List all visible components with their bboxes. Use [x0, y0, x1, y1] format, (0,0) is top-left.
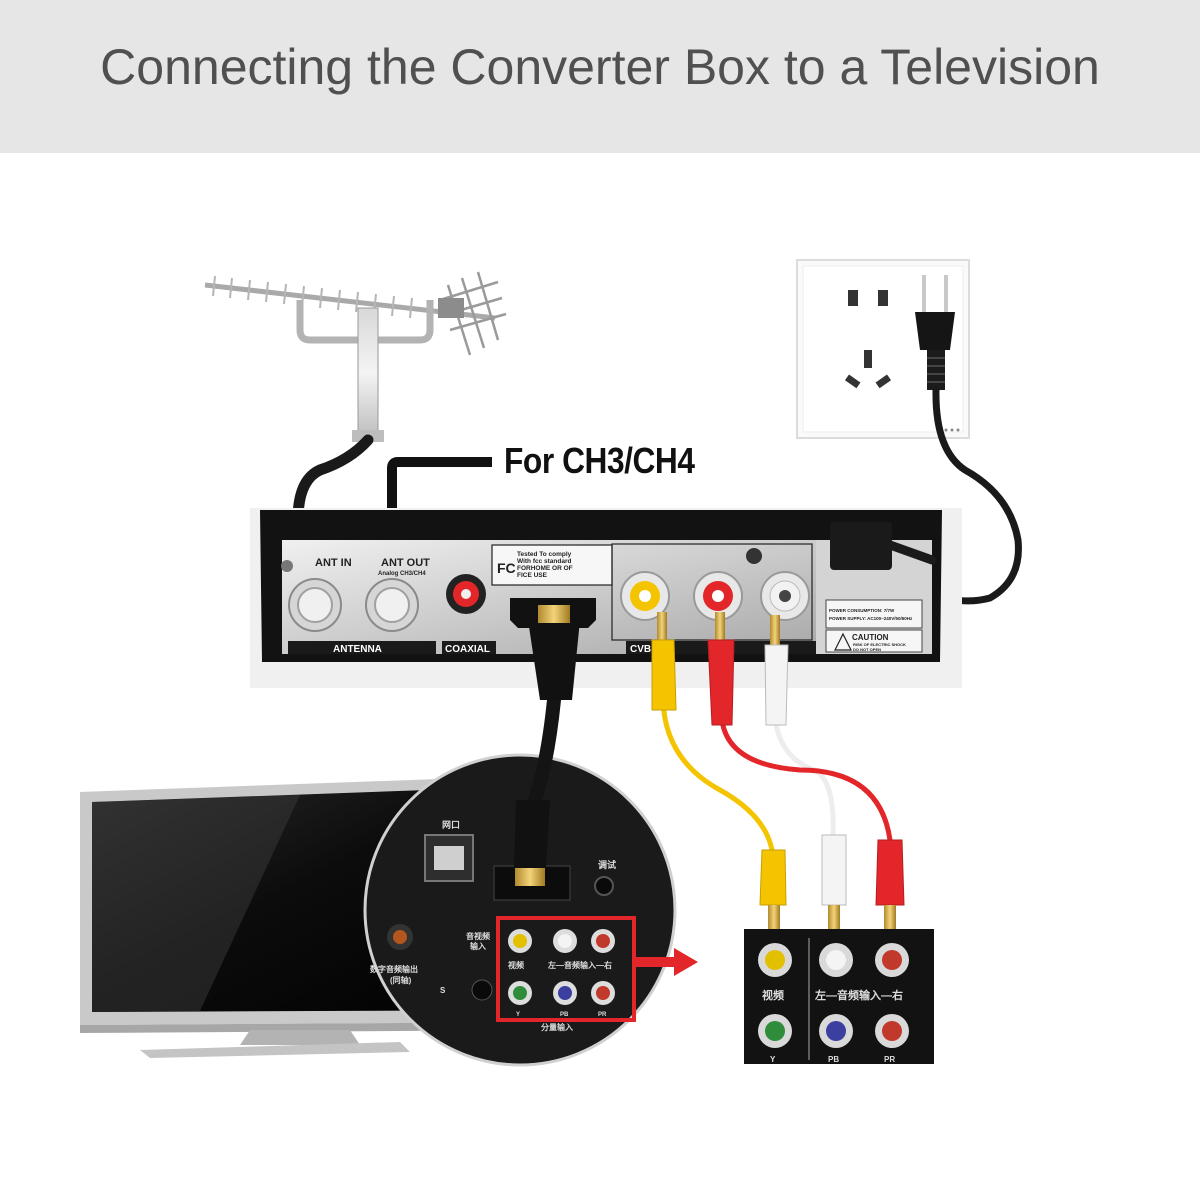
rca-cable-red [707, 612, 905, 935]
rca-ports-box [620, 571, 810, 621]
antenna-label: ANTENNA [333, 644, 382, 655]
component-label: 分量输入 [541, 1022, 573, 1032]
ant-out-label: ANT OUT [381, 557, 430, 569]
ant-in-label: ANT IN [315, 557, 352, 569]
callout-line [387, 457, 492, 604]
power-text-1: POWER CONSUMPTION: 7/7W [829, 608, 895, 613]
power-plug-icon [915, 275, 955, 390]
s-label: S [440, 986, 446, 995]
fcc-text-4: FICE USE [517, 572, 548, 579]
antenna-icon [204, 271, 507, 442]
header-bar [0, 0, 1200, 153]
rca-cable-yellow [651, 612, 787, 935]
ant-out-connector [365, 578, 419, 632]
video-label: 视频 [508, 960, 524, 970]
av-input-panel-zoom [744, 929, 934, 1064]
page-title: Connecting the Converter Box to a Televi… [100, 39, 1100, 95]
av-input-highlight [496, 916, 636, 1022]
coaxial-label: COAXIAL [445, 644, 490, 655]
audio-label-zoom: 左—音频输入—右 [814, 988, 903, 1002]
fcc-text-3: FORHOME OR OF [517, 565, 573, 572]
hdmi-cable [514, 605, 580, 886]
y-label: Y [770, 1055, 776, 1064]
caution-title: CAUTION [852, 633, 889, 642]
power-inlet-plug [830, 522, 892, 570]
audio-label: 左—音频输入—右 [547, 960, 612, 970]
pb-label-zoom: PB [560, 1012, 569, 1018]
fcc-text-2: With fcc standard [517, 558, 572, 565]
av-in-label-2: 输入 [470, 941, 486, 951]
pb-label: PB [828, 1055, 839, 1064]
pr-label: PR [884, 1055, 895, 1064]
tv-av-jacks [508, 929, 615, 1005]
debug-label: 调试 [598, 859, 616, 870]
av-in-label-1: 音视频 [466, 931, 490, 941]
fcc-mark: FC [497, 560, 516, 576]
fcc-text-1: Tested To comply [517, 551, 572, 558]
coaxial-connector [446, 574, 486, 614]
video-label-zoom: 视频 [762, 988, 784, 1002]
caution-text-1: RISK OF ELECTRIC SHOCK [853, 642, 906, 647]
caution-text-2: DO NOT OPEN [853, 647, 881, 652]
coax-out-label-1: 数字音频输出 [370, 964, 418, 974]
antenna-cable [292, 434, 374, 606]
ant-in-connector [288, 578, 342, 632]
lan-label: 网口 [442, 820, 460, 830]
ant-out-sub-label: Analog CH3/CH4 [378, 571, 426, 577]
cvbs-label: CVBS [630, 644, 658, 655]
y-label-zoom: Y [516, 1012, 520, 1018]
coax-out-label-2: (同轴) [390, 975, 412, 985]
power-text-2: POWER SUPPLY: AC100~240V/50/60Hz [829, 616, 913, 621]
arrow-right-icon [636, 948, 698, 976]
pr-label-zoom: PR [598, 1012, 607, 1018]
callout-label: For CH3/CH4 [504, 440, 695, 481]
